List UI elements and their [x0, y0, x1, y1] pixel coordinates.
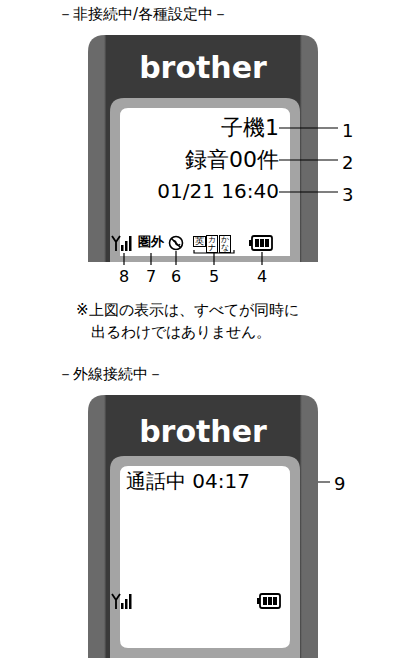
callout-number: 5: [209, 265, 219, 288]
antenna-icon: [112, 236, 132, 251]
brand-logo: brother: [139, 415, 267, 448]
handset-name: 子機1: [221, 116, 279, 140]
out-of-range: 圏外: [138, 235, 164, 249]
screen-frame: [110, 98, 300, 262]
input-mode: カナ: [206, 235, 218, 253]
brand-logo: brother: [139, 51, 267, 84]
callout-number: 4: [257, 265, 267, 288]
handset-body: [88, 395, 318, 658]
display: [120, 466, 290, 648]
callout-number: 8: [119, 265, 129, 288]
message-count: 録音00件: [185, 148, 279, 172]
date-time: 01/21 16:40: [157, 180, 279, 202]
state-heading: －非接続中/各種設定中－: [58, 4, 228, 26]
callout-number: 7: [146, 265, 156, 288]
handset: brother 子機1 録音00件 01/21 16:40 圏外 英カナかな: [88, 35, 318, 262]
note-text: ※上図の表示は、すべてが同時に出るわけではありません。: [76, 300, 301, 344]
handset-screen: 通話中 04:17: [120, 466, 290, 648]
handset: brother 通話中 04:17: [88, 395, 318, 658]
callout-number: 6: [171, 265, 181, 288]
battery-icon: [257, 594, 280, 608]
no-call-icon: [170, 237, 183, 250]
input-mode: かな: [219, 235, 231, 253]
callout-number: 3: [342, 182, 353, 208]
input-mode: 英: [193, 236, 206, 247]
callout-number: 2: [342, 150, 353, 176]
call-status: 通話中 04:17: [126, 470, 250, 492]
callout-number: 9: [334, 471, 345, 497]
callout-number: 1: [342, 118, 353, 144]
handset-body: [88, 35, 318, 262]
display: [120, 108, 290, 256]
battery-icon: [249, 236, 272, 250]
handset-screen: 子機1 録音00件 01/21 16:40 圏外 英カナかな: [120, 108, 290, 256]
state-heading: －外線接続中－: [58, 364, 163, 386]
antenna-icon: [112, 594, 132, 609]
screen-frame: [110, 456, 300, 658]
